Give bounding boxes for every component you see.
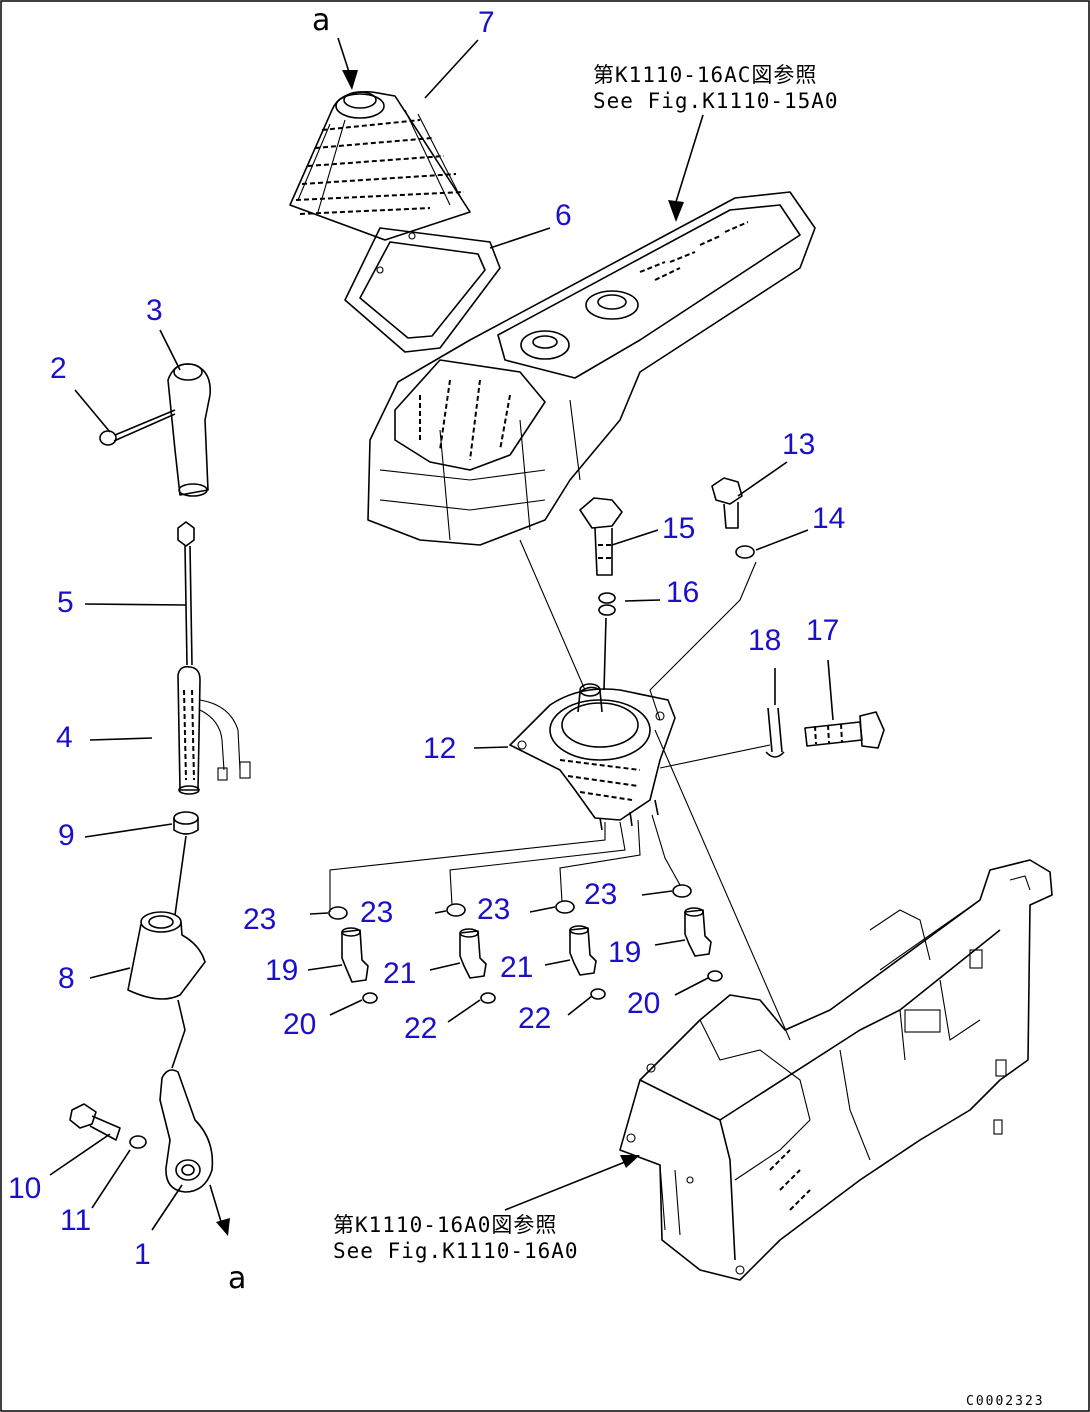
- bolt-13-drawing: [711, 477, 743, 529]
- reference-top-line1: 第K1110-16AC図参照: [593, 63, 817, 87]
- pilot-valve-drawing: [509, 683, 676, 831]
- label-part-22-right: 22: [518, 1002, 551, 1035]
- label-part-3: 3: [146, 294, 163, 327]
- label-part-22-left: 22: [404, 1012, 437, 1045]
- bushing-drawing: [173, 811, 199, 916]
- label-part-17: 17: [806, 614, 839, 647]
- reference-top-line2: See Fig.K1110-15A0: [593, 89, 839, 113]
- gasket-plate-drawing: [344, 227, 501, 353]
- washer-16-drawing: [598, 592, 616, 691]
- assembly-lines: [329, 37, 791, 1211]
- label-part-6: 6: [555, 199, 572, 232]
- label-part-5: 5: [57, 586, 74, 619]
- reference-top: 第K1110-16AC図参照 See Fig.K1110-15A0: [593, 63, 839, 113]
- reference-bottom: 第K1110-16A0図参照 See Fig.K1110-16A0: [333, 1213, 579, 1263]
- switch-drawing: [177, 665, 251, 795]
- label-part-15: 15: [662, 512, 695, 545]
- lever-housing-drawing: [127, 911, 206, 1069]
- label-part-11: 11: [60, 1204, 91, 1237]
- label-part-20-left: 20: [283, 1008, 316, 1041]
- label-part-1: 1: [134, 1238, 151, 1271]
- label-part-9: 9: [58, 819, 75, 852]
- label-part-10: 10: [8, 1172, 41, 1205]
- fittings-drawing: [341, 907, 712, 983]
- label-part-23-d: 23: [584, 878, 617, 911]
- o-rings-23-drawing: [328, 884, 692, 920]
- label-part-19-right: 19: [608, 936, 641, 969]
- washer-14-drawing: [735, 545, 755, 559]
- label-part-4: 4: [56, 721, 73, 754]
- part-labels: 7 6 3 2 5 4 9 8 10 11 1 12 13 14 15 16 1…: [8, 6, 845, 1271]
- view-letter-bottom: a: [228, 1261, 246, 1296]
- label-part-20-right: 20: [627, 987, 660, 1020]
- label-part-21-left: 21: [383, 957, 416, 990]
- rubber-boot-drawing: [289, 91, 471, 241]
- label-part-21-right: 21: [500, 951, 533, 984]
- bolt-15-drawing: [579, 497, 623, 576]
- pin-18-drawing: [765, 707, 785, 758]
- console-cover-drawing: [367, 191, 816, 546]
- label-part-23-a: 23: [243, 903, 276, 936]
- bolt-left-drawing: [69, 1103, 147, 1149]
- rod-drawing: [177, 521, 195, 666]
- reference-bottom-line1: 第K1110-16A0図参照: [333, 1213, 557, 1237]
- reference-bottom-line2: See Fig.K1110-16A0: [333, 1239, 579, 1263]
- label-part-12: 12: [423, 732, 456, 765]
- knob-drawing: [167, 363, 212, 497]
- lever-arm-drawing: [159, 1069, 230, 1236]
- label-part-8: 8: [58, 962, 75, 995]
- label-part-23-c: 23: [477, 893, 510, 926]
- bolt-17-drawing: [804, 711, 885, 749]
- drawing-code: C0002323: [966, 1394, 1045, 1409]
- label-part-19-left: 19: [265, 954, 298, 987]
- label-part-2: 2: [50, 352, 67, 385]
- label-part-23-b: 23: [360, 896, 393, 929]
- label-part-16: 16: [666, 576, 699, 609]
- console-frame-drawing: [619, 859, 1053, 1281]
- label-part-13: 13: [782, 428, 815, 461]
- leader-lines: [49, 39, 834, 1231]
- screw-drawing: [99, 409, 176, 446]
- view-letter-top: a: [312, 3, 330, 38]
- o-rings-20-22-drawing: [362, 970, 723, 1004]
- label-part-7: 7: [478, 6, 495, 39]
- label-part-18: 18: [748, 624, 781, 657]
- label-part-14: 14: [812, 502, 845, 535]
